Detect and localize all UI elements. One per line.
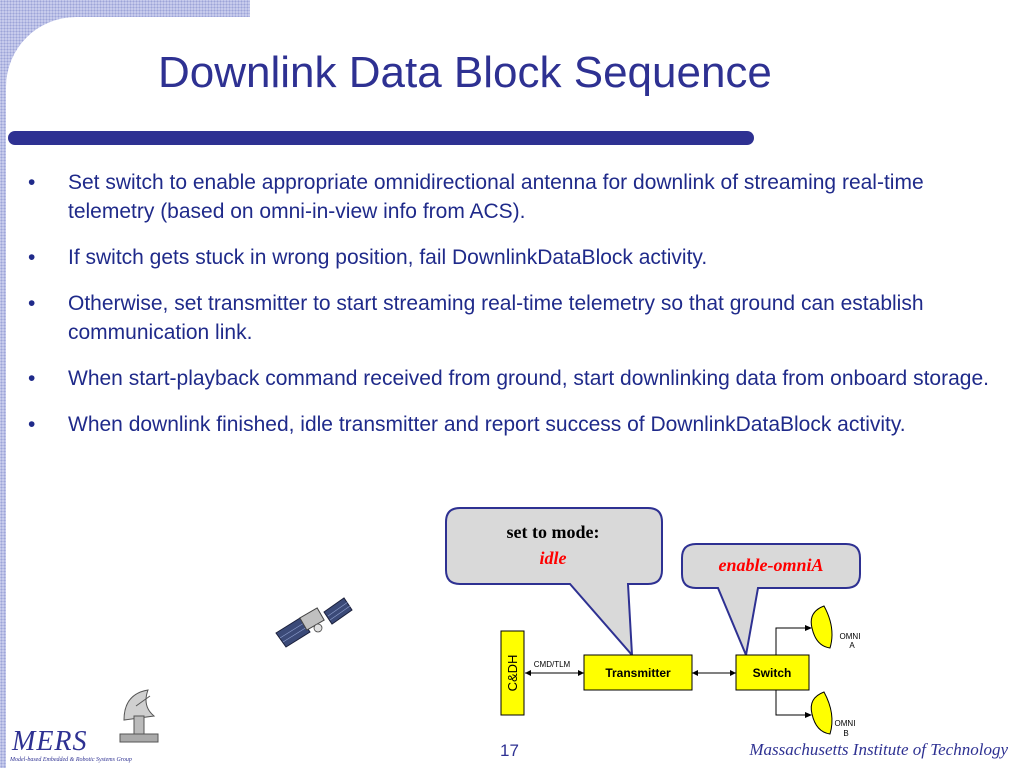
omni-a-label-line1: OMNI (840, 632, 861, 641)
omni-b-antenna-icon (810, 691, 833, 735)
callout-transmitter-line2: idle (540, 548, 567, 568)
transmitter-label: Transmitter (605, 666, 671, 680)
link-arrowhead-left (525, 670, 531, 676)
title-underline (8, 131, 754, 145)
omni-b-arrowhead (805, 712, 812, 718)
callout-switch (681, 543, 861, 659)
page-number: 17 (500, 741, 519, 760)
tx-arrowhead-left (692, 670, 698, 676)
omni-b-label-line1: OMNI (835, 719, 856, 728)
mers-tagline: Model-based Embedded & Robotic Systems G… (10, 757, 132, 763)
omni-a-label-line2: A (849, 641, 855, 650)
bullet-item: Otherwise, set transmitter to start stre… (28, 289, 1003, 347)
mers-logo: MERS (12, 726, 88, 757)
callout-transmitter (445, 507, 663, 658)
callout-transmitter-line1: set to mode: (507, 522, 600, 542)
callout-switch-label: enable-omniA (718, 555, 823, 575)
bullet-item: When start-playback command received fro… (28, 364, 1003, 393)
bullet-item: Set switch to enable appropriate omnidir… (28, 168, 1003, 226)
omni-a-antenna-icon (810, 605, 833, 649)
cmd-tlm-label: CMD/TLM (534, 660, 571, 669)
switch-omni-a-link (775, 627, 806, 655)
link-arrowhead-right (578, 670, 584, 676)
omni-a-arrowhead (805, 625, 812, 631)
cdh-block (500, 630, 525, 716)
satellite-icon (275, 597, 353, 648)
switch-label: Switch (753, 666, 792, 680)
bullet-item: When downlink finished, idle transmitter… (28, 410, 1003, 439)
slide-title: Downlink Data Block Sequence (158, 48, 772, 97)
footer-institution: Massachusetts Institute of Technology (749, 740, 1008, 759)
switch-block (735, 654, 810, 691)
switch-omni-b-link (775, 690, 806, 716)
tx-arrowhead-right (730, 670, 736, 676)
bullet-item: If switch gets stuck in wrong position, … (28, 243, 1003, 272)
cdh-label: C&DH (505, 655, 520, 692)
omni-b-label-line2: B (843, 729, 848, 738)
transmitter-block (583, 654, 693, 691)
bullet-list: Set switch to enable appropriate omnidir… (28, 168, 1003, 456)
ground-dish-icon (119, 689, 159, 743)
